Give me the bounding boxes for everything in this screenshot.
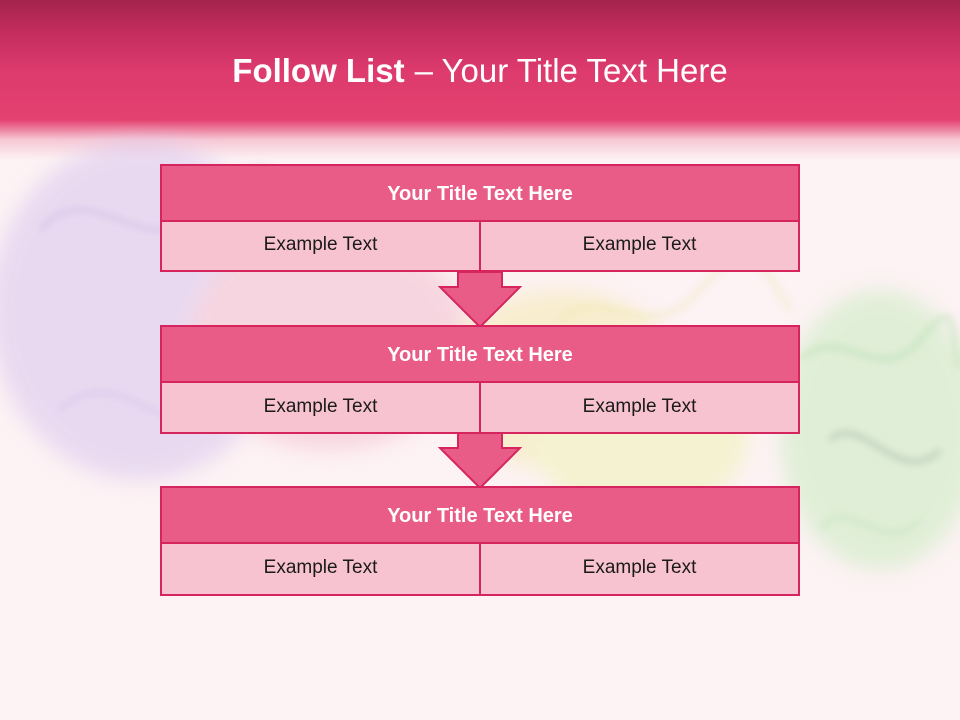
block-cell-right: Example Text	[582, 234, 697, 255]
list-block-1: Your Title Text Here Example Text Exampl…	[160, 164, 800, 272]
block-cell-right: Example Text	[582, 396, 697, 417]
block-row: Example Text Example Text	[162, 544, 798, 594]
block-cell-left: Example Text	[162, 383, 481, 432]
header-band	[0, 0, 960, 160]
block-cell-left: Example Text	[162, 544, 481, 594]
block-title: Your Title Text Here	[162, 166, 798, 222]
down-arrow-icon	[438, 271, 522, 329]
block-cell-left: Example Text	[162, 222, 481, 270]
list-block-2: Your Title Text Here Example Text Exampl…	[160, 325, 800, 434]
slide-title-rest: – Your Title Text Here	[414, 52, 728, 89]
block-title: Your Title Text Here	[162, 327, 798, 383]
block-title: Your Title Text Here	[162, 488, 798, 544]
block-row: Example Text Example Text	[162, 383, 798, 432]
slide-title: Follow List– Your Title Text Here	[0, 52, 960, 90]
down-arrow-icon	[438, 432, 522, 490]
list-block-3: Your Title Text Here Example Text Exampl…	[160, 486, 800, 596]
block-row: Example Text Example Text	[162, 222, 798, 270]
block-cell-right: Example Text	[582, 557, 697, 578]
slide-title-bold: Follow List	[232, 52, 405, 89]
